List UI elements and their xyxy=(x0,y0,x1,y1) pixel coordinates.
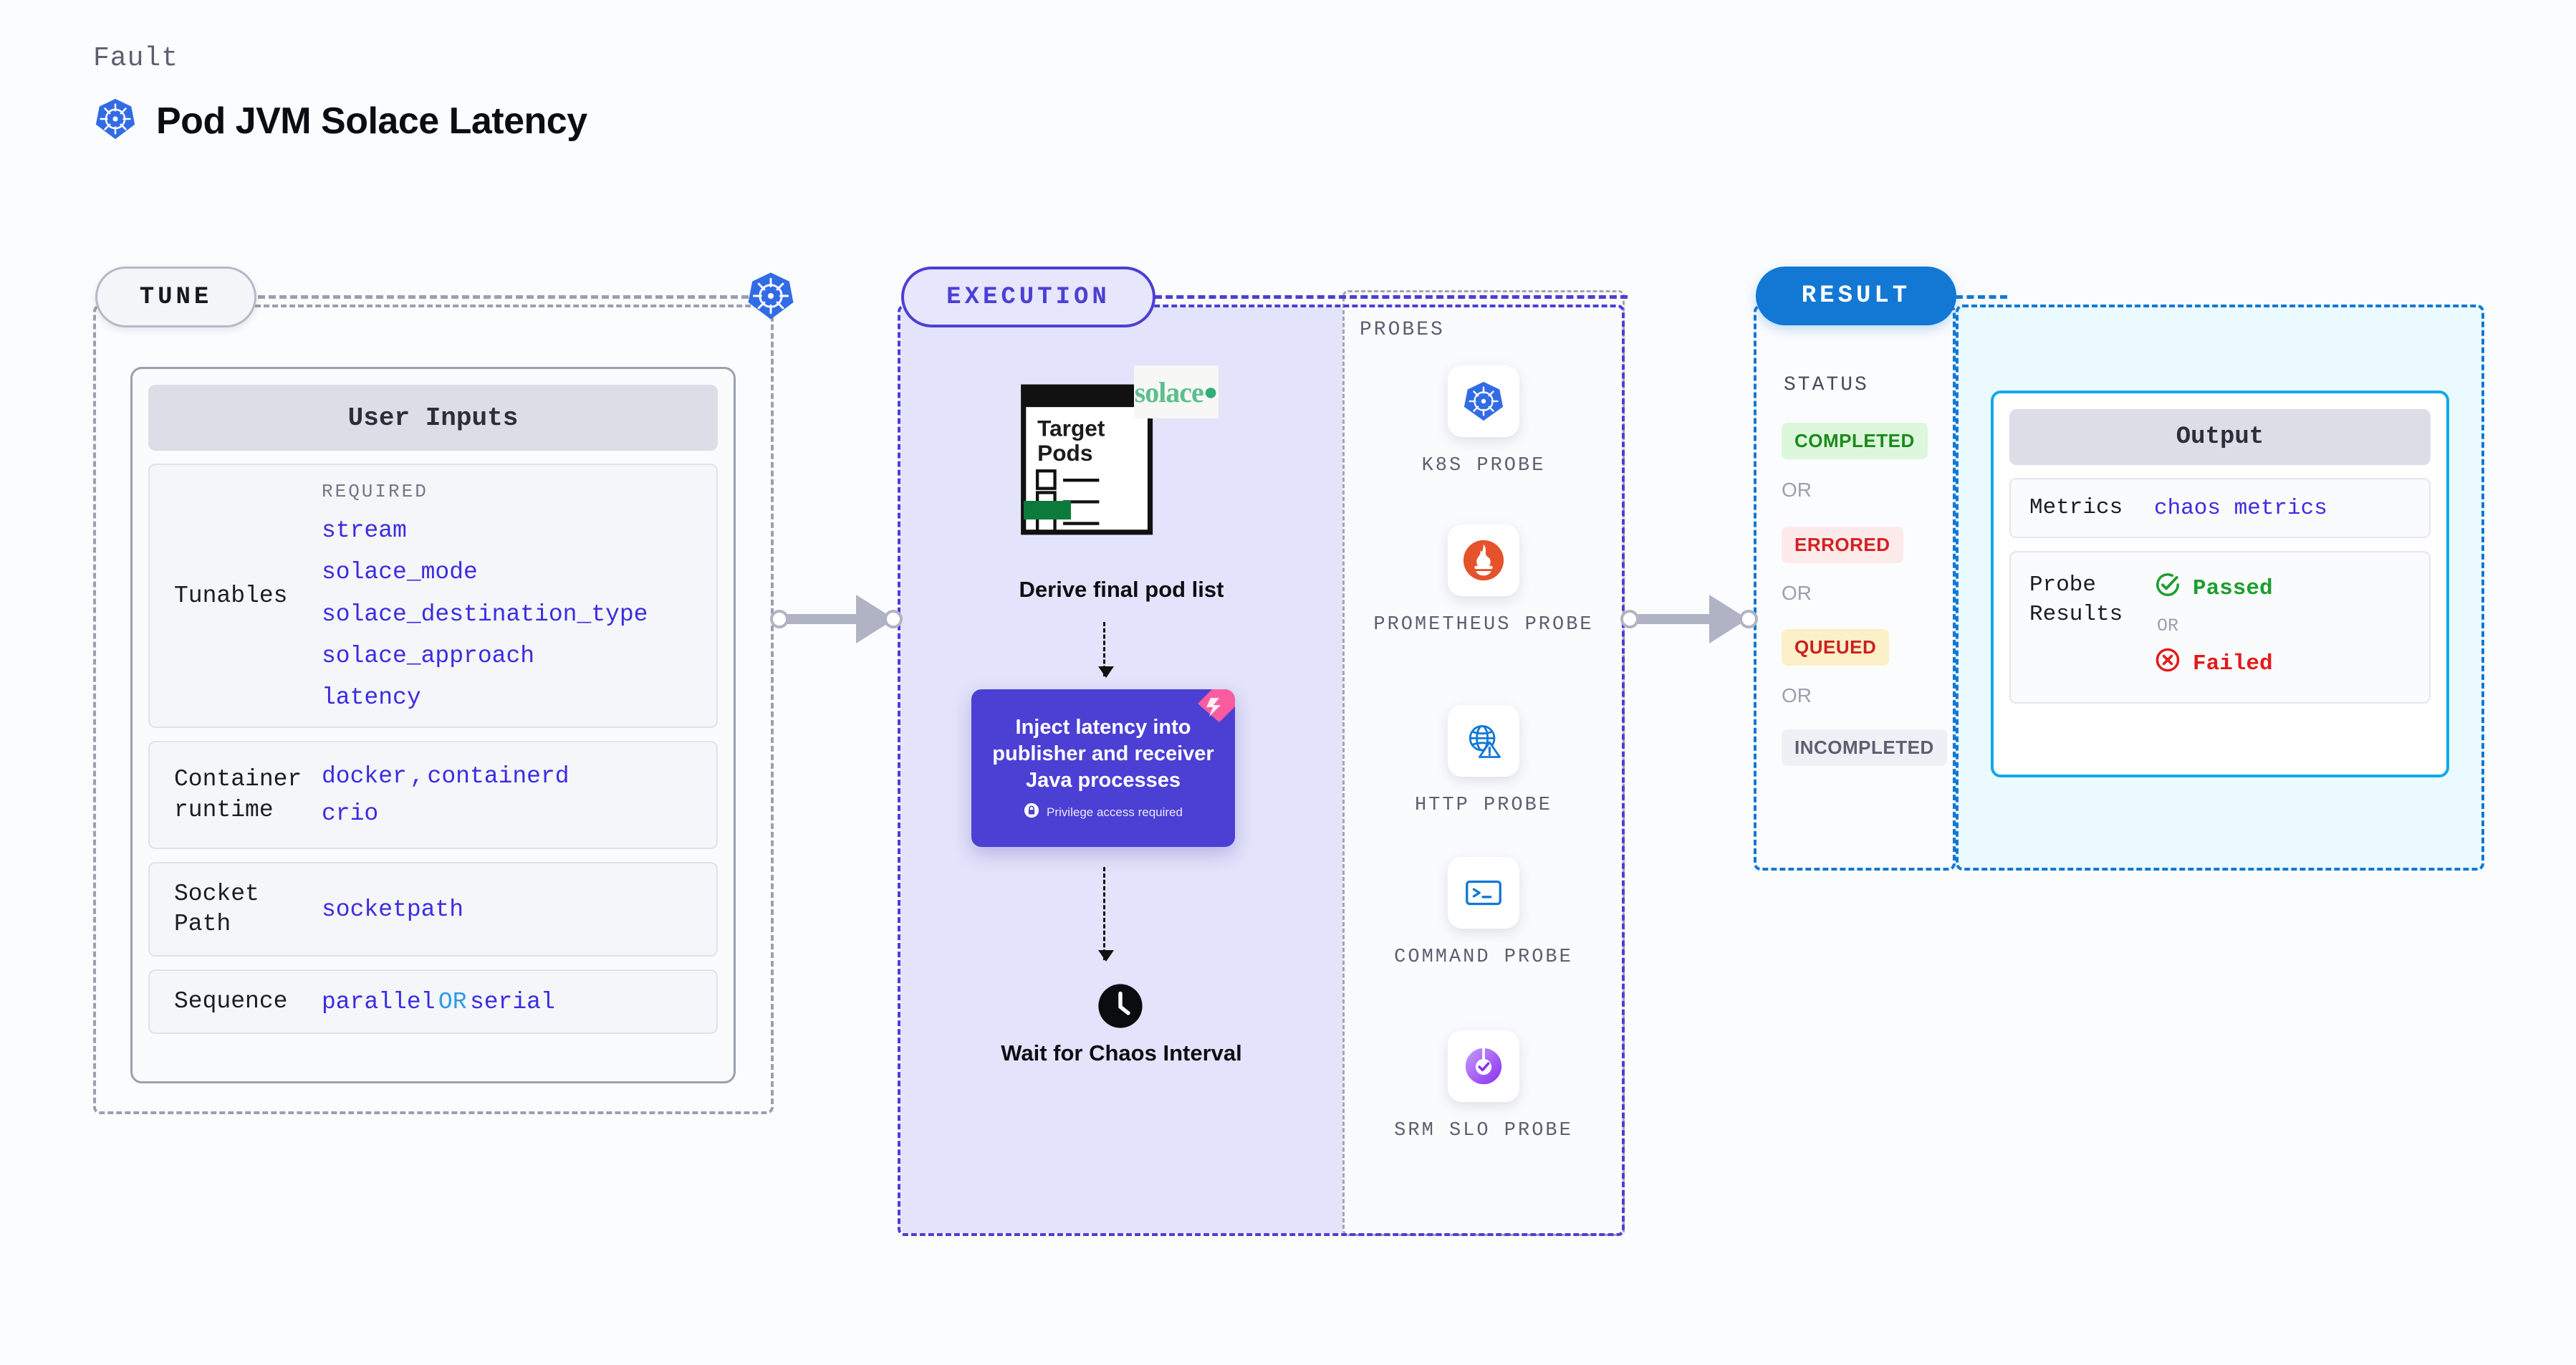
probe-command-label: COMMAND PROBE xyxy=(1394,947,1573,968)
tunable-latency[interactable]: latency xyxy=(322,684,421,712)
value-separator: , xyxy=(410,763,425,790)
privilege-note: Privilege access required xyxy=(1024,803,1183,822)
tunables-row: Tunables REQUIRED stream solace_mode sol… xyxy=(148,464,718,729)
status-or-2: OR xyxy=(1782,582,1812,604)
clock-icon xyxy=(1095,981,1145,1031)
probe-http-label: HTTP PROBE xyxy=(1414,795,1553,816)
execution-badge: EXECUTION xyxy=(901,267,1155,327)
svg-text:Pods: Pods xyxy=(1037,440,1092,466)
kubernetes-icon xyxy=(745,270,797,322)
probe-results-key: Probe Results xyxy=(2029,573,2123,627)
tunables-key: Tunables xyxy=(174,582,288,609)
flow-arrow-2 xyxy=(1098,867,1114,962)
x-circle-icon xyxy=(2154,646,2181,681)
probe-prometheus-label: PROMETHEUS PROBE xyxy=(1373,614,1594,636)
privilege-note-label: Privilege access required xyxy=(1047,805,1183,819)
tune-connector-line xyxy=(258,295,770,299)
probe-results-row: Probe Results Passed OR xyxy=(2009,551,2431,704)
socket-path-key: Socket Path xyxy=(174,880,259,937)
inject-latency-text: Inject latency into publisher and receiv… xyxy=(992,715,1214,792)
title-row: Pod JVM Solace Latency xyxy=(93,97,587,145)
kubernetes-icon xyxy=(1448,365,1519,437)
metrics-value[interactable]: chaos metrics xyxy=(2154,495,2327,521)
status-or-1: OR xyxy=(1782,479,1812,501)
svg-text:Target: Target xyxy=(1037,415,1105,441)
terminal-icon xyxy=(1448,857,1519,929)
tunable-stream[interactable]: stream xyxy=(322,517,407,544)
tunable-solace-approach[interactable]: solace_approach xyxy=(322,642,535,669)
page-header: Fault Pod JVM Solace Latency xyxy=(93,43,587,145)
value-docker[interactable]: docker xyxy=(322,763,407,790)
tunable-solace-destination-type[interactable]: solace_destination_type xyxy=(322,600,648,628)
inject-latency-card[interactable]: Inject latency into publisher and receiv… xyxy=(971,689,1235,847)
execution-section xyxy=(898,305,1625,1236)
socket-path-values: socketpath xyxy=(314,896,716,923)
output-card-title: Output xyxy=(2009,409,2431,465)
probe-k8s-label: K8S PROBE xyxy=(1421,455,1546,476)
status-badge-queued: QUEUED xyxy=(1782,629,1890,666)
probe-http[interactable]: HTTP PROBE xyxy=(1342,705,1625,818)
check-circle-icon xyxy=(2154,571,2181,605)
slo-donut-check-icon xyxy=(1448,1030,1519,1102)
value-serial[interactable]: serial xyxy=(469,988,555,1015)
container-runtime-values: docker , containerd crio xyxy=(314,758,716,831)
tune-section xyxy=(93,305,774,1114)
tunables-values: REQUIRED stream solace_mode solace_desti… xyxy=(314,481,716,711)
value-parallel[interactable]: parallel xyxy=(322,988,436,1015)
wait-for-chaos-interval-label: Wait for Chaos Interval xyxy=(1001,1040,1242,1065)
probes-label: PROBES xyxy=(1360,319,1445,341)
probe-result-passed: Passed xyxy=(2154,571,2429,605)
socket-path-row: Socket Path socketpath xyxy=(148,861,718,957)
sequence-row: Sequence parallel OR serial xyxy=(148,969,718,1035)
result-badge: RESULT xyxy=(1756,267,1956,325)
probe-k8s[interactable]: K8S PROBE xyxy=(1342,365,1625,479)
execution-connector-line xyxy=(1155,295,1628,299)
probe-command[interactable]: COMMAND PROBE xyxy=(1342,857,1625,970)
result-connector-line xyxy=(1956,295,2007,299)
tune-to-execution-connector xyxy=(770,595,903,643)
probe-results-values: Passed OR Failed xyxy=(2154,571,2429,681)
container-runtime-row: Container runtime docker , containerd cr… xyxy=(148,741,718,849)
prometheus-icon xyxy=(1448,525,1519,596)
target-pods-progress-bar xyxy=(1024,501,1071,519)
status-label: STATUS xyxy=(1784,374,1869,396)
required-label: REQUIRED xyxy=(322,481,428,502)
status-badge-incompleted: INCOMPLETED xyxy=(1782,729,1947,766)
passed-label: Passed xyxy=(2193,575,2273,601)
user-inputs-card: User Inputs Tunables REQUIRED stream sol… xyxy=(130,367,736,1083)
status-badge-completed: COMPLETED xyxy=(1782,423,1928,459)
fault-label: Fault xyxy=(93,43,179,74)
value-crio[interactable]: crio xyxy=(322,800,379,827)
probe-prometheus[interactable]: PROMETHEUS PROBE xyxy=(1342,525,1625,638)
tune-badge: TUNE xyxy=(95,267,256,327)
container-runtime-key: Container runtime xyxy=(174,766,302,823)
probe-result-failed: Failed xyxy=(2154,646,2429,681)
probe-result-or: OR xyxy=(2157,616,2179,637)
flow-arrow-1 xyxy=(1098,622,1114,678)
value-containerd[interactable]: containerd xyxy=(427,763,569,790)
probe-srm-slo-label: SRM SLO PROBE xyxy=(1394,1120,1573,1141)
metrics-row: Metrics chaos metrics xyxy=(2009,478,2431,539)
ribbon-flag-icon xyxy=(1195,689,1235,729)
derive-final-pod-list-label: Derive final pod list xyxy=(1019,577,1224,602)
page-title: Pod JVM Solace Latency xyxy=(156,100,587,142)
user-inputs-title: User Inputs xyxy=(148,385,718,451)
status-badge-errored: ERRORED xyxy=(1782,527,1903,563)
kubernetes-icon xyxy=(93,97,138,145)
solace-logo: solace● xyxy=(1134,365,1219,418)
globe-warning-icon xyxy=(1448,705,1519,777)
execution-to-result-connector xyxy=(1620,595,1758,643)
metrics-key: Metrics xyxy=(2029,495,2123,520)
status-or-3: OR xyxy=(1782,684,1812,707)
tunable-solace-mode[interactable]: solace_mode xyxy=(322,559,478,586)
lock-icon xyxy=(1024,803,1039,822)
output-card: Output Metrics chaos metrics Probe Resul… xyxy=(1991,391,2449,777)
value-socketpath[interactable]: socketpath xyxy=(322,896,464,923)
value-or: OR xyxy=(438,988,467,1015)
sequence-key: Sequence xyxy=(174,988,288,1015)
probe-srm-slo[interactable]: SRM SLO PROBE xyxy=(1342,1030,1625,1144)
failed-label: Failed xyxy=(2193,651,2273,676)
sequence-values: parallel OR serial xyxy=(314,989,716,1015)
